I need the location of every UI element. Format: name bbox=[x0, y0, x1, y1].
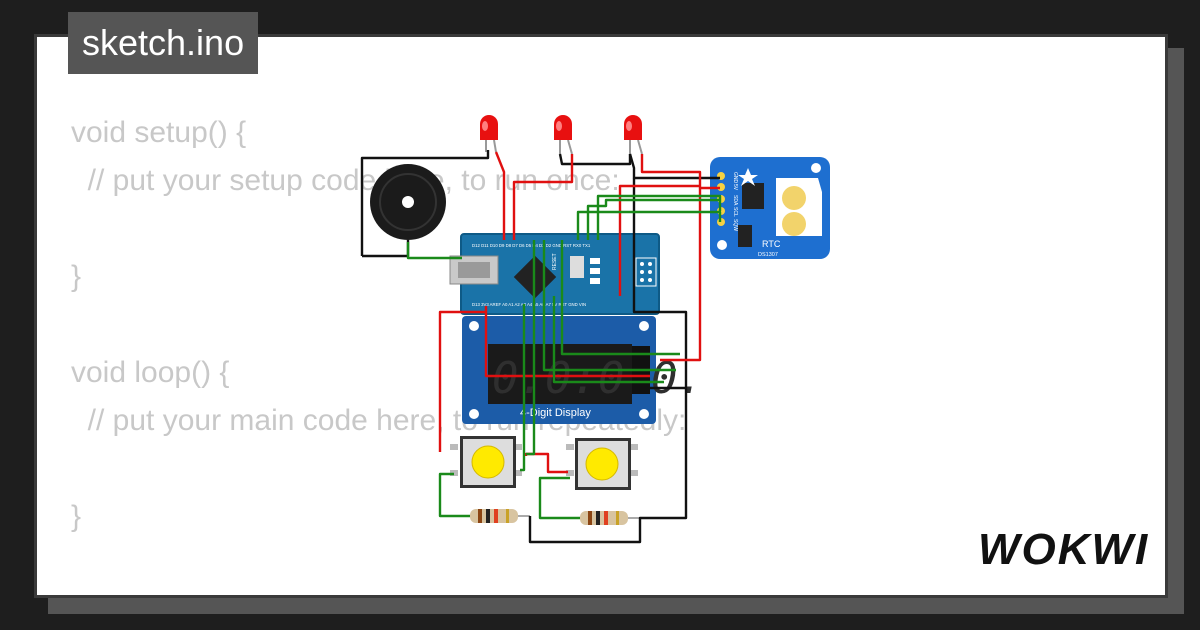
svg-text:DS1307: DS1307 bbox=[758, 252, 778, 258]
icsp-header bbox=[635, 257, 657, 287]
code-line: } bbox=[71, 500, 82, 533]
svg-text:SCL: SCL bbox=[732, 207, 738, 217]
wokwi-logo[interactable]: WOKWI bbox=[976, 520, 1152, 576]
svg-text:SQW: SQW bbox=[732, 219, 738, 231]
code-line: void setup() { bbox=[71, 116, 247, 149]
arduino-nano[interactable]: RESET D12 D11 D10 D9 D8 D7 D6 D5 D4 D3 D… bbox=[449, 233, 660, 315]
push-button-1[interactable] bbox=[450, 436, 522, 488]
code-line: void loop() { bbox=[71, 356, 230, 389]
wires bbox=[360, 150, 722, 544]
display-digits: 0.0:0.0. bbox=[492, 353, 704, 404]
led-red-1[interactable] bbox=[480, 115, 498, 153]
bottom-pin-labels: D13 3V3 AREF A0 A1 A2 A3 A4 A5 A6 A7 5V … bbox=[472, 302, 586, 307]
code-line: } bbox=[71, 260, 82, 293]
display-label: 4-Digit Display bbox=[520, 407, 591, 419]
wokwi-logo-text: WOKWI bbox=[978, 525, 1149, 574]
reset-button[interactable] bbox=[570, 256, 584, 278]
file-tab[interactable]: sketch.ino bbox=[68, 12, 259, 74]
rtc-module[interactable]: GND 5V SDA SCL SQW RTC DS1307 bbox=[710, 157, 830, 259]
svg-text:RTC: RTC bbox=[762, 239, 781, 249]
led-red-2[interactable] bbox=[554, 115, 573, 155]
ds1307-chip bbox=[742, 183, 764, 209]
svg-text:5V: 5V bbox=[732, 184, 738, 191]
svg-text:GND: GND bbox=[732, 172, 738, 184]
top-pin-labels: D12 D11 D10 D9 D8 D7 D6 D5 D4 D3 D2 GND … bbox=[472, 243, 591, 248]
buzzer[interactable] bbox=[370, 164, 446, 240]
svg-text:SDA: SDA bbox=[732, 195, 738, 206]
led-red-3[interactable] bbox=[624, 115, 643, 155]
push-button-2[interactable] bbox=[566, 438, 638, 490]
star-icon bbox=[738, 168, 758, 186]
svg-text:RESET: RESET bbox=[552, 253, 558, 270]
